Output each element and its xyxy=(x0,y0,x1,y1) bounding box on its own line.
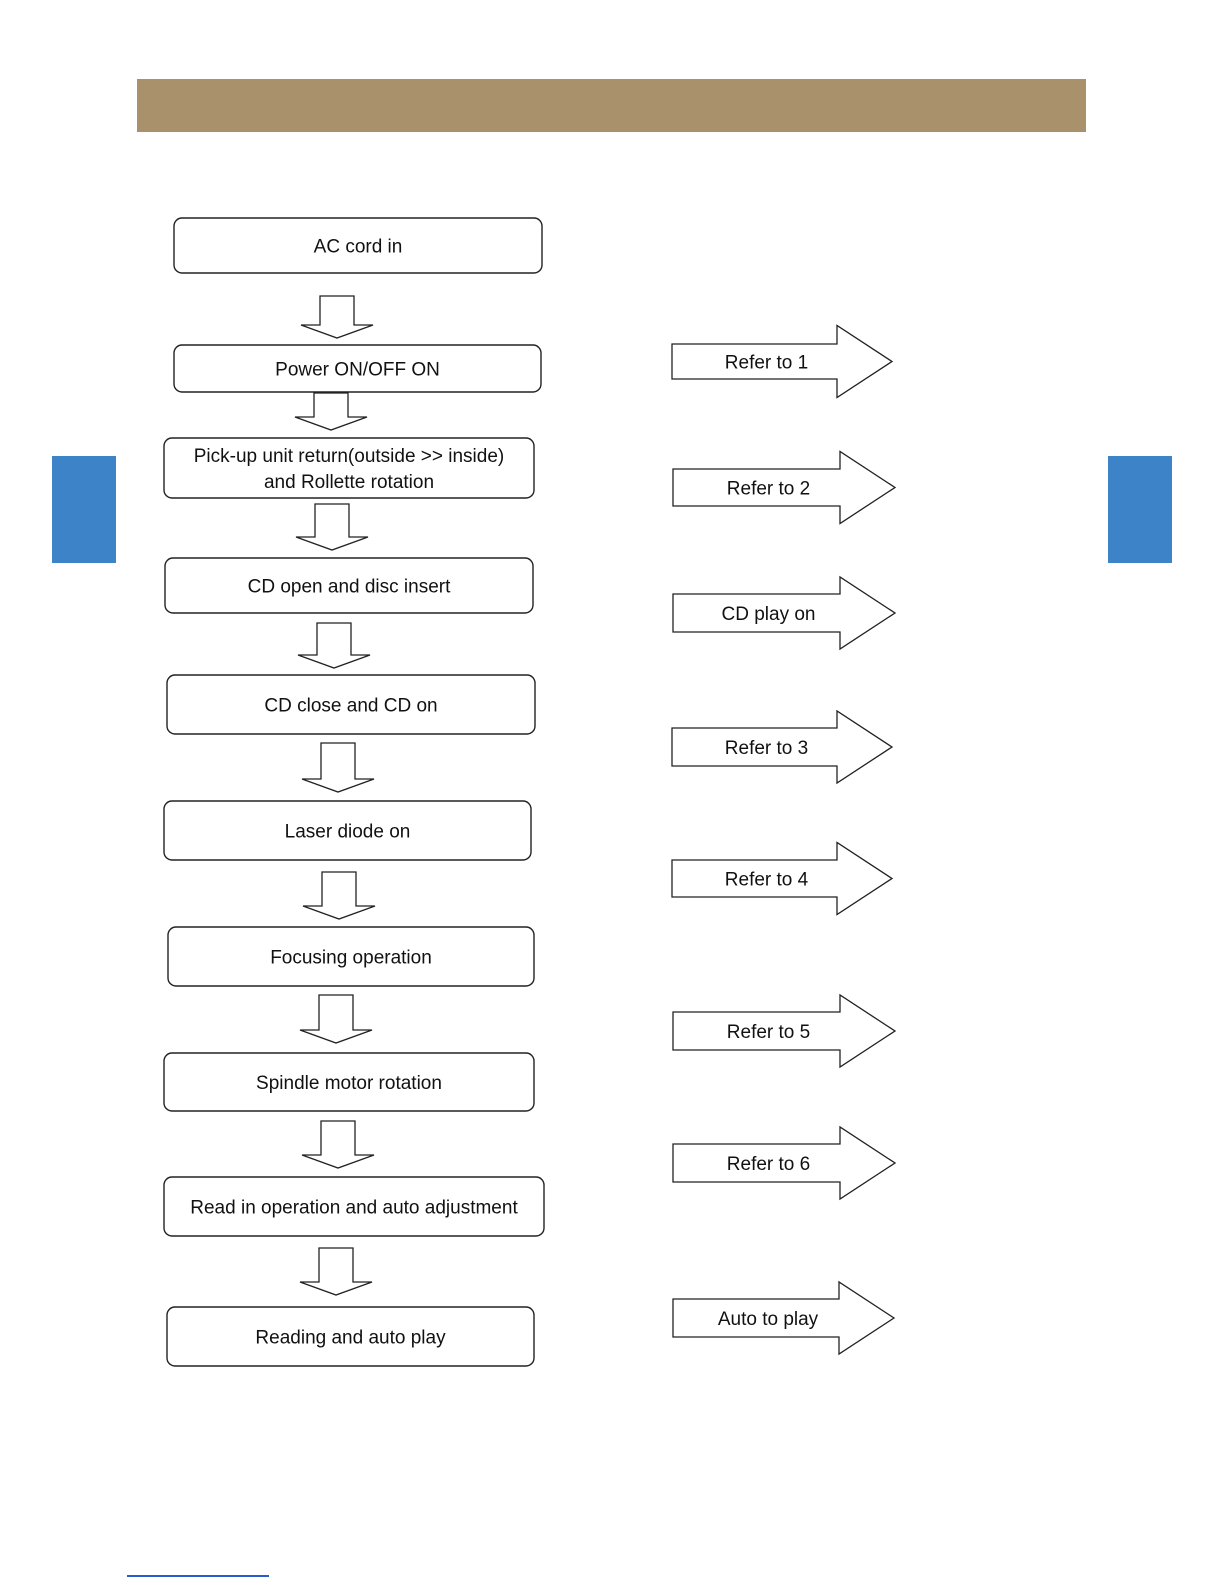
flow-step-label: Spindle motor rotation xyxy=(256,1073,442,1094)
flow-step: Spindle motor rotation xyxy=(163,1052,535,1112)
reference-arrow: Refer to 6 xyxy=(672,1125,897,1201)
reference-arrow-shape xyxy=(672,1280,896,1356)
header-band xyxy=(137,79,1086,132)
flow-step: Pick-up unit return(outside >> inside) an… xyxy=(163,437,535,499)
flow-step-label: Reading and auto play xyxy=(255,1328,446,1349)
flow-step-box xyxy=(173,344,542,393)
reference-arrows-layer: Refer to 1 Refer to 2 CD play on Refer to 3… xyxy=(671,324,897,1356)
side-tab-left xyxy=(52,456,116,563)
down-arrow xyxy=(297,622,371,669)
reference-arrow-label: Refer to 3 xyxy=(725,738,808,759)
flow-step-box xyxy=(166,674,536,735)
reference-arrow-label: Auto to play xyxy=(718,1309,819,1330)
flow-step-label: Read in operation and auto adjustment xyxy=(190,1198,518,1219)
down-arrow xyxy=(300,295,374,339)
reference-arrow: CD play on xyxy=(672,575,897,651)
flow-step-label: and Rollette rotation xyxy=(264,472,434,493)
down-arrow xyxy=(299,994,373,1044)
flow-step: Reading and auto play xyxy=(166,1306,535,1367)
reference-arrow: Auto to play xyxy=(672,1280,896,1356)
flow-step: CD close and CD on xyxy=(166,674,536,735)
reference-arrow-label: Refer to 2 xyxy=(727,479,810,500)
flow-step: CD open and disc insert xyxy=(164,557,534,614)
flow-step-box xyxy=(166,1306,535,1367)
flow-step-box xyxy=(163,1052,535,1112)
flow-step-label: Power ON/OFF ON xyxy=(275,360,440,381)
reference-arrow-shape xyxy=(672,993,897,1069)
flow-step-box xyxy=(167,926,535,987)
reference-arrow: Refer to 4 xyxy=(671,841,894,916)
flow-step: Read in operation and auto adjustment xyxy=(163,1176,545,1237)
reference-arrow-shape xyxy=(672,1125,897,1201)
flow-step-box xyxy=(164,557,534,614)
flow-step: Focusing operation xyxy=(167,926,535,987)
reference-arrow-label: Refer to 4 xyxy=(725,870,809,891)
reference-arrow-shape xyxy=(671,709,894,785)
flow-step: Power ON/OFF ON xyxy=(173,344,542,393)
down-arrow xyxy=(302,871,376,920)
flow-step-label: AC cord in xyxy=(314,237,403,258)
down-arrow xyxy=(301,1120,375,1169)
flow-step-label: Laser diode on xyxy=(285,822,411,843)
down-arrows-layer xyxy=(294,295,376,1296)
flow-step: AC cord in xyxy=(173,217,543,274)
down-arrow xyxy=(294,392,368,431)
reference-arrow-shape xyxy=(671,841,894,916)
flow-step-label: CD close and CD on xyxy=(264,696,437,717)
reference-arrow-label: CD play on xyxy=(722,604,816,625)
reference-arrow-label: Refer to 5 xyxy=(727,1022,810,1043)
flow-step-box xyxy=(163,1176,545,1237)
reference-arrow-shape xyxy=(672,450,897,525)
flow-step-box xyxy=(163,800,532,861)
flow-step-label: CD open and disc insert xyxy=(248,577,451,598)
reference-arrow-label: Refer to 1 xyxy=(725,353,808,374)
reference-arrow: Refer to 1 xyxy=(671,324,894,399)
flow-step-box xyxy=(173,217,543,274)
reference-arrow: Refer to 3 xyxy=(671,709,894,785)
flow-step: Laser diode on xyxy=(163,800,532,861)
flow-step-label: Focusing operation xyxy=(270,948,432,969)
down-arrow xyxy=(299,1247,373,1296)
flow-step-box xyxy=(163,437,535,499)
steps-layer: AC cord in Power ON/OFF ON Pick-up unit re… xyxy=(163,217,545,1367)
reference-arrow-shape xyxy=(671,324,894,399)
down-arrow xyxy=(301,742,375,793)
flow-step-label: Pick-up unit return(outside >> inside) xyxy=(194,446,505,467)
side-tab-right xyxy=(1108,456,1172,563)
down-arrow xyxy=(295,503,369,551)
reference-arrow-shape xyxy=(672,575,897,651)
reference-arrow: Refer to 5 xyxy=(672,993,897,1069)
reference-arrow-label: Refer to 6 xyxy=(727,1154,810,1175)
reference-arrow: Refer to 2 xyxy=(672,450,897,525)
footer-rule xyxy=(127,1575,269,1577)
